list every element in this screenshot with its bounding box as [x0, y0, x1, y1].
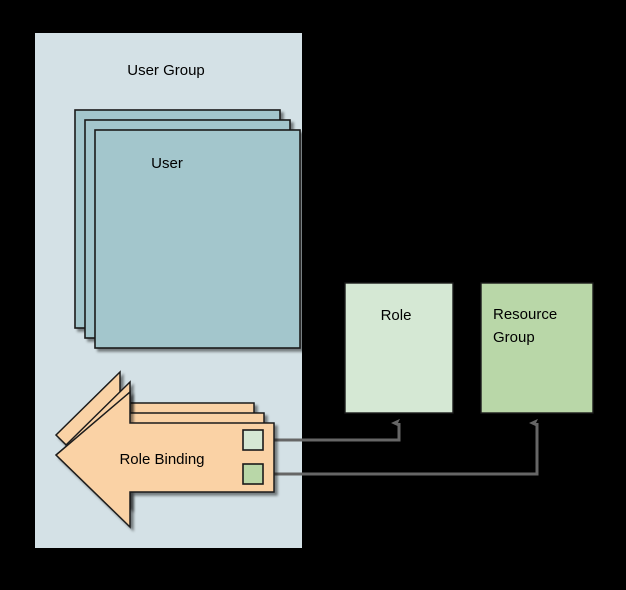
user-label: User	[151, 155, 183, 172]
role-binding-label: Role Binding	[119, 451, 204, 468]
resource-group-box[interactable]	[480, 282, 594, 414]
user-card-front[interactable]	[94, 129, 301, 349]
resource-group-label-line1: Resource	[493, 306, 557, 323]
resource-group-label-line2: Group	[493, 329, 535, 346]
user-group-label: User Group	[127, 62, 205, 79]
role-node[interactable]: Role	[344, 282, 454, 414]
role-binding-port-role[interactable]	[242, 429, 264, 451]
connector-group	[264, 418, 539, 476]
connector-rolebinding-to-resource-group[interactable]	[264, 418, 539, 476]
connector-rolebinding-to-role[interactable]	[264, 418, 401, 442]
user-card-stack[interactable]: User	[74, 109, 301, 349]
resource-group-node[interactable]: Resource Group	[480, 282, 594, 414]
role-box[interactable]	[344, 282, 454, 414]
role-label: Role	[381, 307, 412, 324]
role-binding-port-resource-group[interactable]	[242, 463, 264, 485]
role-binding-arrow-front[interactable]	[54, 390, 275, 529]
role-binding-stack[interactable]: Role Binding	[54, 370, 275, 529]
